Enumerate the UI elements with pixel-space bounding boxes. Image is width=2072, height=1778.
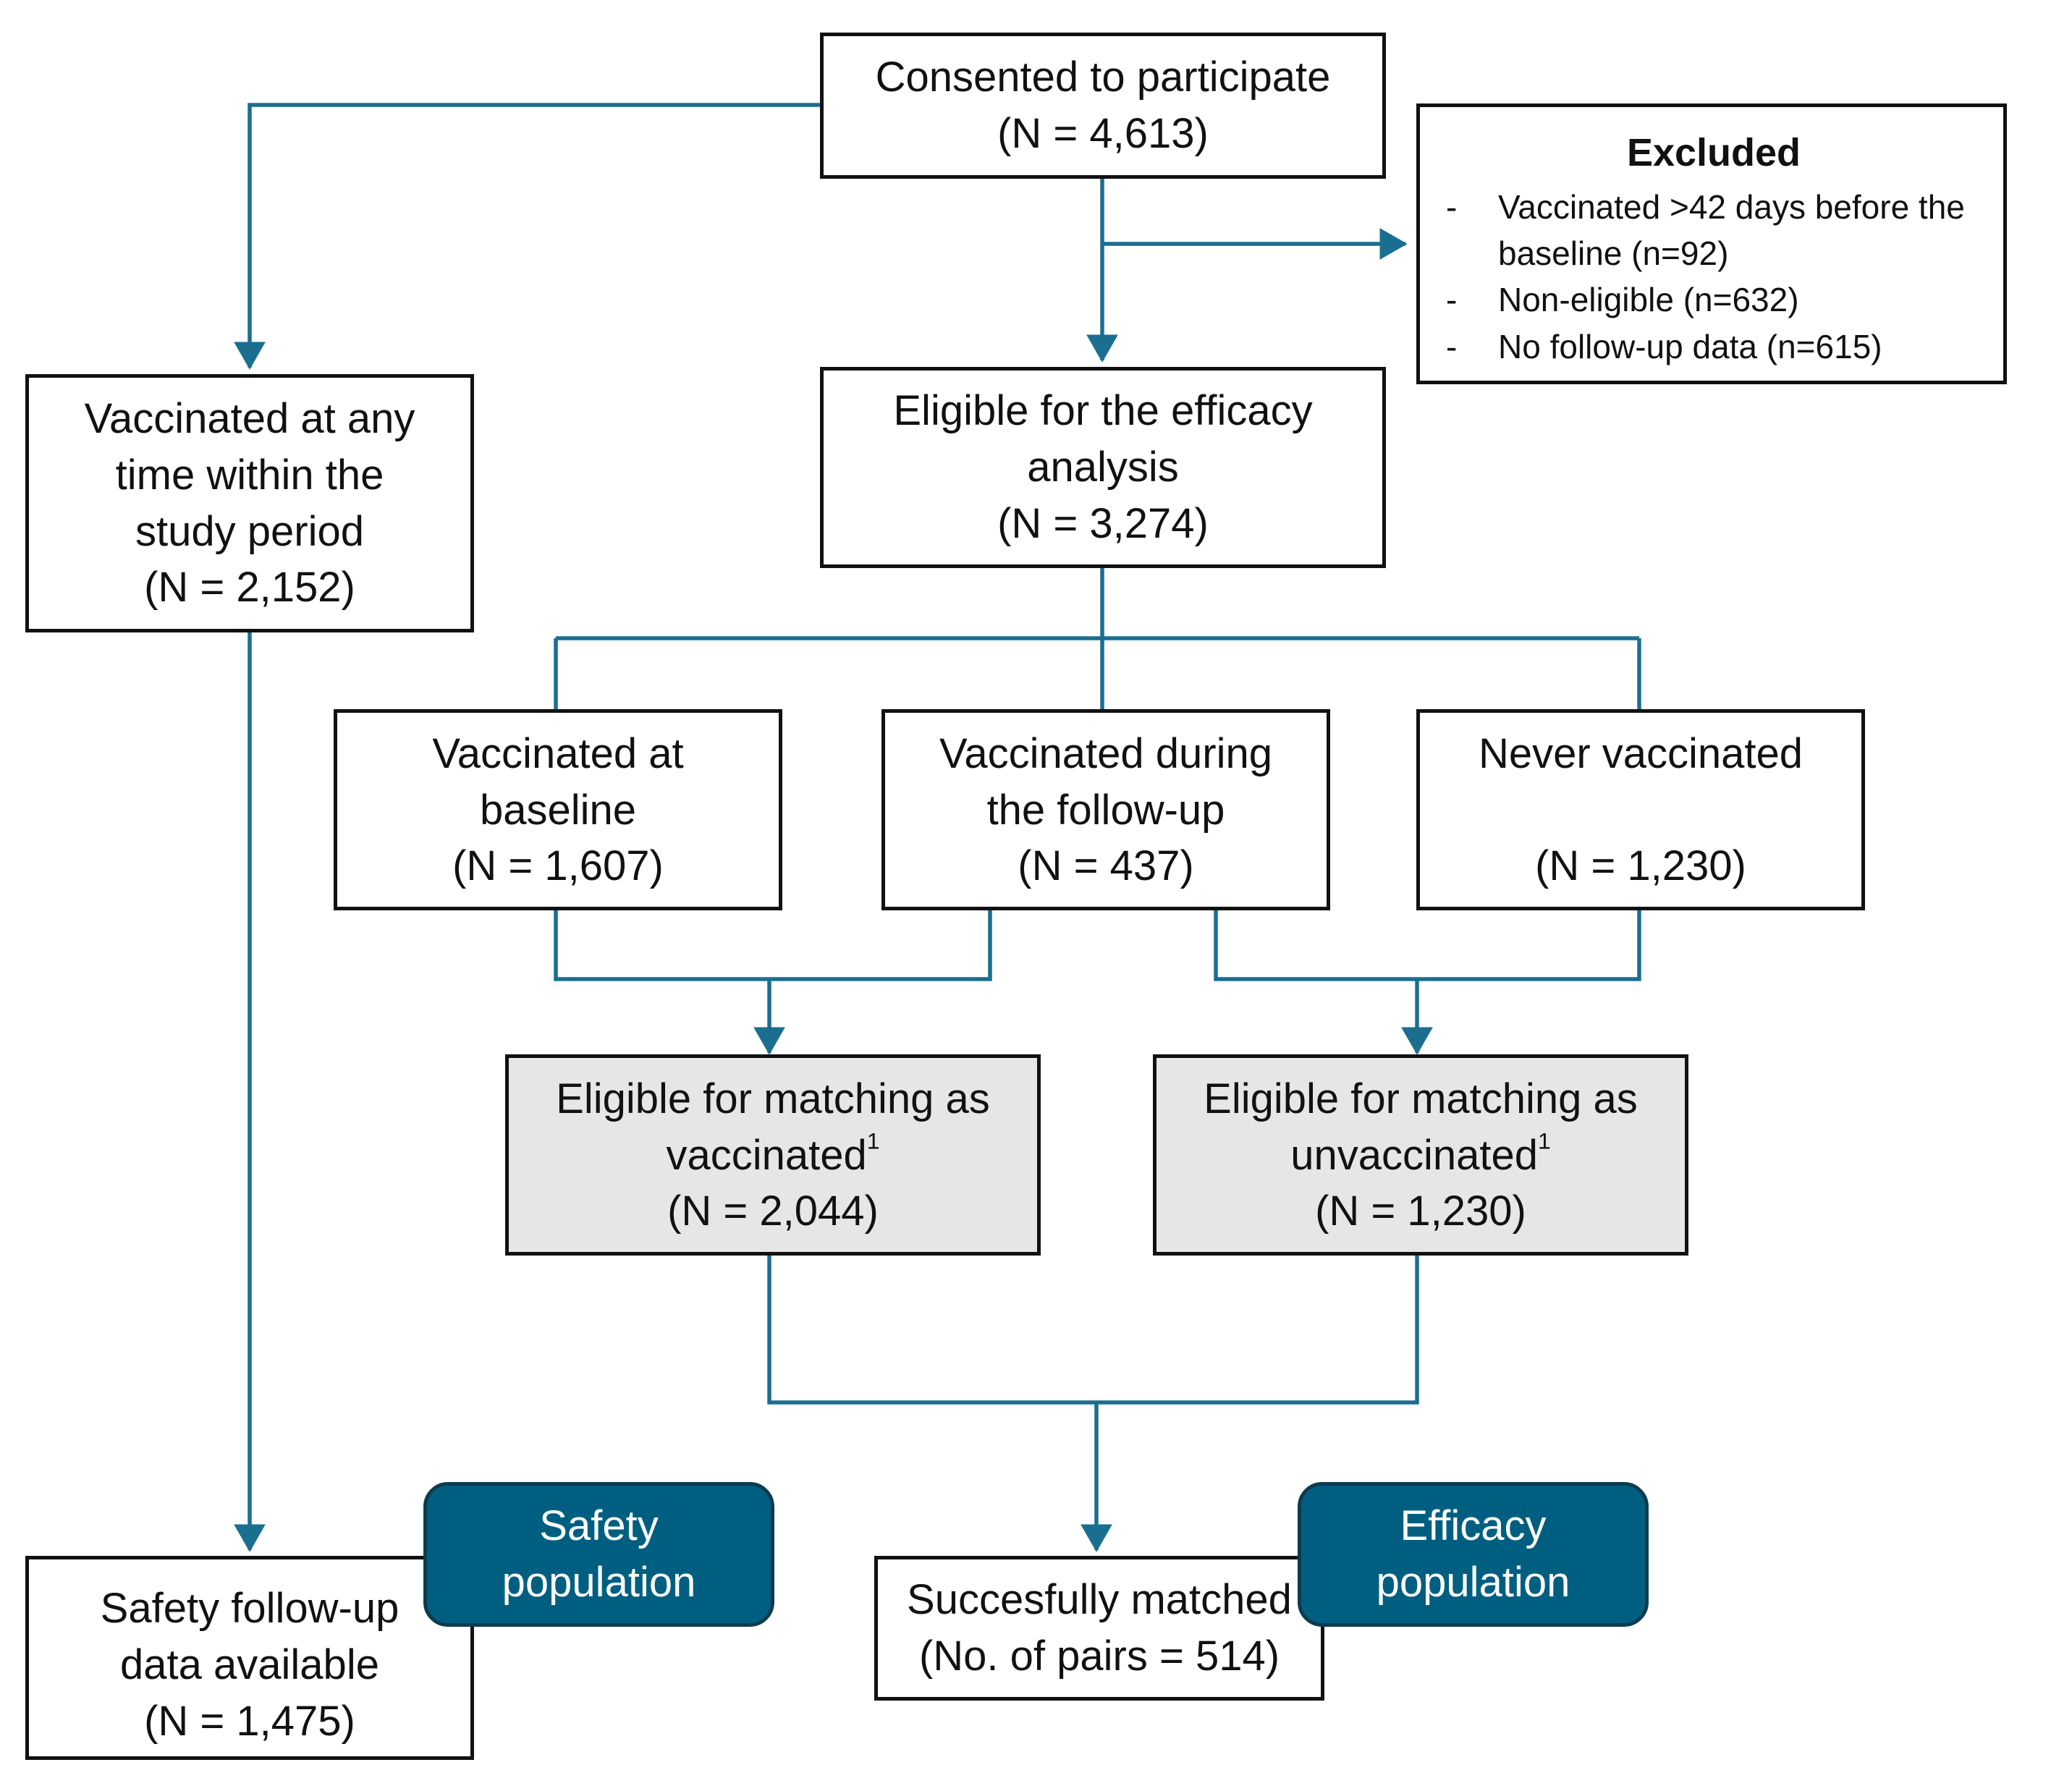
safety-badge-line2: population bbox=[502, 1559, 696, 1606]
excluded-list: Vaccinated >42 days before the baseline … bbox=[1446, 184, 1982, 371]
match-unvaccinated-line2: unvaccinated bbox=[1290, 1131, 1539, 1179]
consented-label: Consented to participate bbox=[875, 54, 1331, 101]
match-vaccinated-count: (N = 2,044) bbox=[667, 1188, 879, 1235]
excluded-item: Vaccinated >42 days before the baseline … bbox=[1446, 184, 1982, 277]
safety-followup-count: (N = 1,475) bbox=[144, 1697, 355, 1745]
arrow-consented-to-vaccinated-any bbox=[234, 103, 820, 370]
matched-line1: Succesfully matched bbox=[907, 1576, 1292, 1624]
eligible-efficacy-line1: Eligible for the efficacy bbox=[893, 387, 1313, 435]
efficacy-population-badge: Efficacy population bbox=[1298, 1482, 1649, 1627]
vaccinated-baseline-count: (N = 1,607) bbox=[452, 842, 664, 890]
safety-followup-line1: Safety follow-up bbox=[100, 1585, 399, 1633]
match-unvaccinated-count: (N = 1,230) bbox=[1315, 1188, 1526, 1235]
safety-followup-line2: data available bbox=[120, 1641, 379, 1689]
vaccinated-followup-line2: the follow-up bbox=[986, 786, 1225, 834]
efficacy-badge-line2: population bbox=[1376, 1559, 1570, 1606]
matched-box: Succesfully matched (No. of pairs = 514) bbox=[874, 1556, 1324, 1701]
line-baseline-followup-merge bbox=[554, 908, 992, 981]
consented-box: Consented to participate (N = 4,613) bbox=[820, 33, 1386, 179]
vaccinated-followup-line1: Vaccinated during bbox=[939, 730, 1272, 777]
excluded-item: Non-eligible (n=632) bbox=[1446, 276, 1982, 323]
match-vaccinated-line1: Eligible for matching as bbox=[556, 1075, 990, 1122]
footnote-marker: 1 bbox=[1538, 1127, 1551, 1154]
line-followup-never-merge bbox=[1214, 908, 1641, 981]
never-vaccinated-line1: Never vaccinated bbox=[1478, 730, 1804, 777]
vaccinated-any-count: (N = 2,152) bbox=[144, 564, 355, 611]
eligible-efficacy-count: (N = 3,274) bbox=[997, 499, 1209, 547]
vaccinated-followup-box: Vaccinated during the follow-up (N = 437… bbox=[881, 709, 1330, 910]
vaccinated-followup-count: (N = 437) bbox=[1018, 842, 1194, 890]
excluded-title: Excluded bbox=[1626, 131, 1801, 174]
never-vaccinated-box: Never vaccinated (N = 1,230) bbox=[1416, 709, 1865, 910]
consented-count: (N = 4,613) bbox=[997, 110, 1209, 157]
vaccinated-baseline-box: Vaccinated at baseline (N = 1,607) bbox=[334, 709, 782, 910]
efficacy-badge-line1: Efficacy bbox=[1400, 1502, 1547, 1550]
eligible-efficacy-line2: analysis bbox=[1027, 444, 1179, 491]
vaccinated-baseline-line2: baseline bbox=[479, 786, 637, 834]
excluded-box: Excluded Vaccinated >42 days before the … bbox=[1416, 103, 2007, 384]
match-vaccinated-box: Eligible for matching as vaccinated1 (N … bbox=[505, 1054, 1041, 1256]
vaccinated-baseline-line1: Vaccinated at bbox=[432, 730, 684, 777]
eligible-efficacy-box: Eligible for the efficacy analysis (N = … bbox=[820, 367, 1386, 568]
vaccinated-any-line1: Vaccinated at any bbox=[84, 395, 415, 443]
vaccinated-any-line3: study period bbox=[135, 507, 364, 555]
safety-followup-box: Safety follow-up data available (N = 1,4… bbox=[25, 1556, 474, 1760]
match-unvaccinated-box: Eligible for matching as unvaccinated1 (… bbox=[1153, 1054, 1688, 1256]
vaccinated-any-line2: time within the bbox=[115, 451, 384, 499]
vaccinated-any-box: Vaccinated at any time within the study … bbox=[25, 374, 474, 632]
safety-badge-line1: Safety bbox=[539, 1502, 659, 1550]
safety-population-badge: Safety population bbox=[423, 1482, 774, 1627]
excluded-item: No follow-up data (n=615) bbox=[1446, 323, 1982, 371]
match-unvaccinated-line1: Eligible for matching as bbox=[1204, 1075, 1638, 1122]
footnote-marker: 1 bbox=[866, 1127, 880, 1154]
line-matching-merge bbox=[767, 1253, 1419, 1405]
never-vaccinated-count: (N = 1,230) bbox=[1535, 842, 1746, 890]
matched-line2: (No. of pairs = 514) bbox=[918, 1633, 1280, 1680]
match-vaccinated-line2: vaccinated bbox=[666, 1131, 867, 1179]
